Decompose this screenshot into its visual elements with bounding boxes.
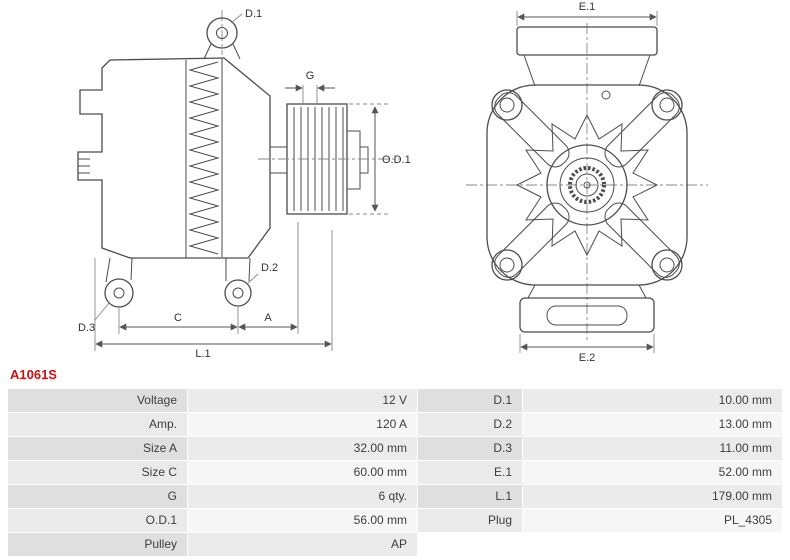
fan-blades: [515, 113, 659, 257]
top-bracket: [516, 26, 658, 56]
mount-hole-se: [659, 257, 675, 273]
dim-label-c: C: [174, 312, 182, 324]
part-number: A1061S: [10, 367, 57, 382]
mount-hole-nw: [499, 97, 515, 113]
spec-value: 12 V: [188, 389, 417, 412]
alternator-body: [77, 57, 271, 259]
spec-label: Size C: [8, 461, 187, 484]
bottom-slot: [546, 305, 628, 326]
shaft-splines: [568, 166, 606, 204]
spec-value: 179.00 mm: [523, 485, 782, 508]
bottom-bracket: [519, 297, 655, 333]
arm-se: [604, 202, 680, 278]
spec-table: Voltage 12 V D.1 10.00 mm Amp. 120 A D.2…: [8, 389, 782, 556]
mount-hole-sw: [499, 257, 515, 273]
spec-value: 10.00 mm: [523, 389, 782, 412]
spec-label: Size A: [8, 437, 187, 460]
spec-row: Voltage 12 V D.1 10.00 mm: [8, 389, 782, 412]
spec-value: PL_4305: [523, 509, 782, 532]
arm-nw: [494, 92, 570, 168]
housing: [486, 84, 688, 286]
dim-label-e2: E.2: [579, 352, 596, 364]
spec-label: E.1: [418, 461, 522, 484]
side-view: D.1 D.3 D.2: [77, 8, 411, 360]
alternator-diagram-svg: D.1 D.3 D.2: [77, 1, 708, 364]
spec-value: AP: [188, 533, 417, 556]
spec-value: 6 qty.: [188, 485, 417, 508]
lug-left-hole: [113, 287, 125, 299]
spec-row: G 6 qty. L.1 179.00 mm: [8, 485, 782, 508]
dim-label-l1: L.1: [195, 348, 210, 360]
spec-row: Pulley AP: [8, 533, 782, 556]
spec-value: [523, 533, 782, 556]
lug-right-hole: [232, 287, 244, 299]
arm-sw: [494, 202, 570, 278]
dim-label-d1: D.1: [245, 8, 262, 20]
dim-label-d2: D.2: [261, 262, 278, 274]
spec-value: 60.00 mm: [188, 461, 417, 484]
spec-label: Voltage: [8, 389, 187, 412]
spec-value: 52.00 mm: [523, 461, 782, 484]
dim-label-a: A: [264, 312, 272, 324]
spec-value: 11.00 mm: [523, 437, 782, 460]
shaft-spacer: [269, 146, 288, 174]
lug-right-boss: [224, 279, 252, 307]
spec-label: O.D.1: [8, 509, 187, 532]
dim-label-g: G: [306, 70, 315, 82]
housing-hole: [601, 90, 611, 100]
spec-label: Amp.: [8, 413, 187, 436]
spec-value: 13.00 mm: [523, 413, 782, 436]
spec-value: 32.00 mm: [188, 437, 417, 460]
spec-row: Amp. 120 A D.2 13.00 mm: [8, 413, 782, 436]
technical-drawing: D.1 D.3 D.2: [77, 1, 708, 364]
dim-label-e1: E.1: [579, 1, 596, 13]
shaft-center: [583, 181, 591, 189]
front-view: E.1 E.2: [466, 1, 708, 364]
top-ear-boss: [206, 17, 238, 49]
pulley-flange: [346, 130, 361, 190]
top-ear-hole: [216, 27, 228, 39]
shaft-end: [359, 146, 369, 174]
pulley-face: [546, 144, 628, 226]
spec-label: Pulley: [8, 533, 187, 556]
spec-row: O.D.1 56.00 mm Plug PL_4305: [8, 509, 782, 532]
spec-label: D.3: [418, 437, 522, 460]
spec-label: [418, 533, 522, 556]
spec-value: 120 A: [188, 413, 417, 436]
arm-ne: [604, 92, 680, 168]
lug-left-boss: [104, 278, 134, 308]
spec-value: 56.00 mm: [188, 509, 417, 532]
spec-label: D.1: [418, 389, 522, 412]
spec-label: Plug: [418, 509, 522, 532]
mount-hole-ne: [659, 97, 675, 113]
spec-label: D.2: [418, 413, 522, 436]
dim-label-d3: D.3: [78, 322, 95, 334]
spec-label: L.1: [418, 485, 522, 508]
spec-label: G: [8, 485, 187, 508]
cooling-fins: [188, 61, 220, 255]
spec-row: Size C 60.00 mm E.1 52.00 mm: [8, 461, 782, 484]
spec-row: Size A 32.00 mm D.3 11.00 mm: [8, 437, 782, 460]
dim-label-od1: O.D.1: [382, 154, 411, 166]
